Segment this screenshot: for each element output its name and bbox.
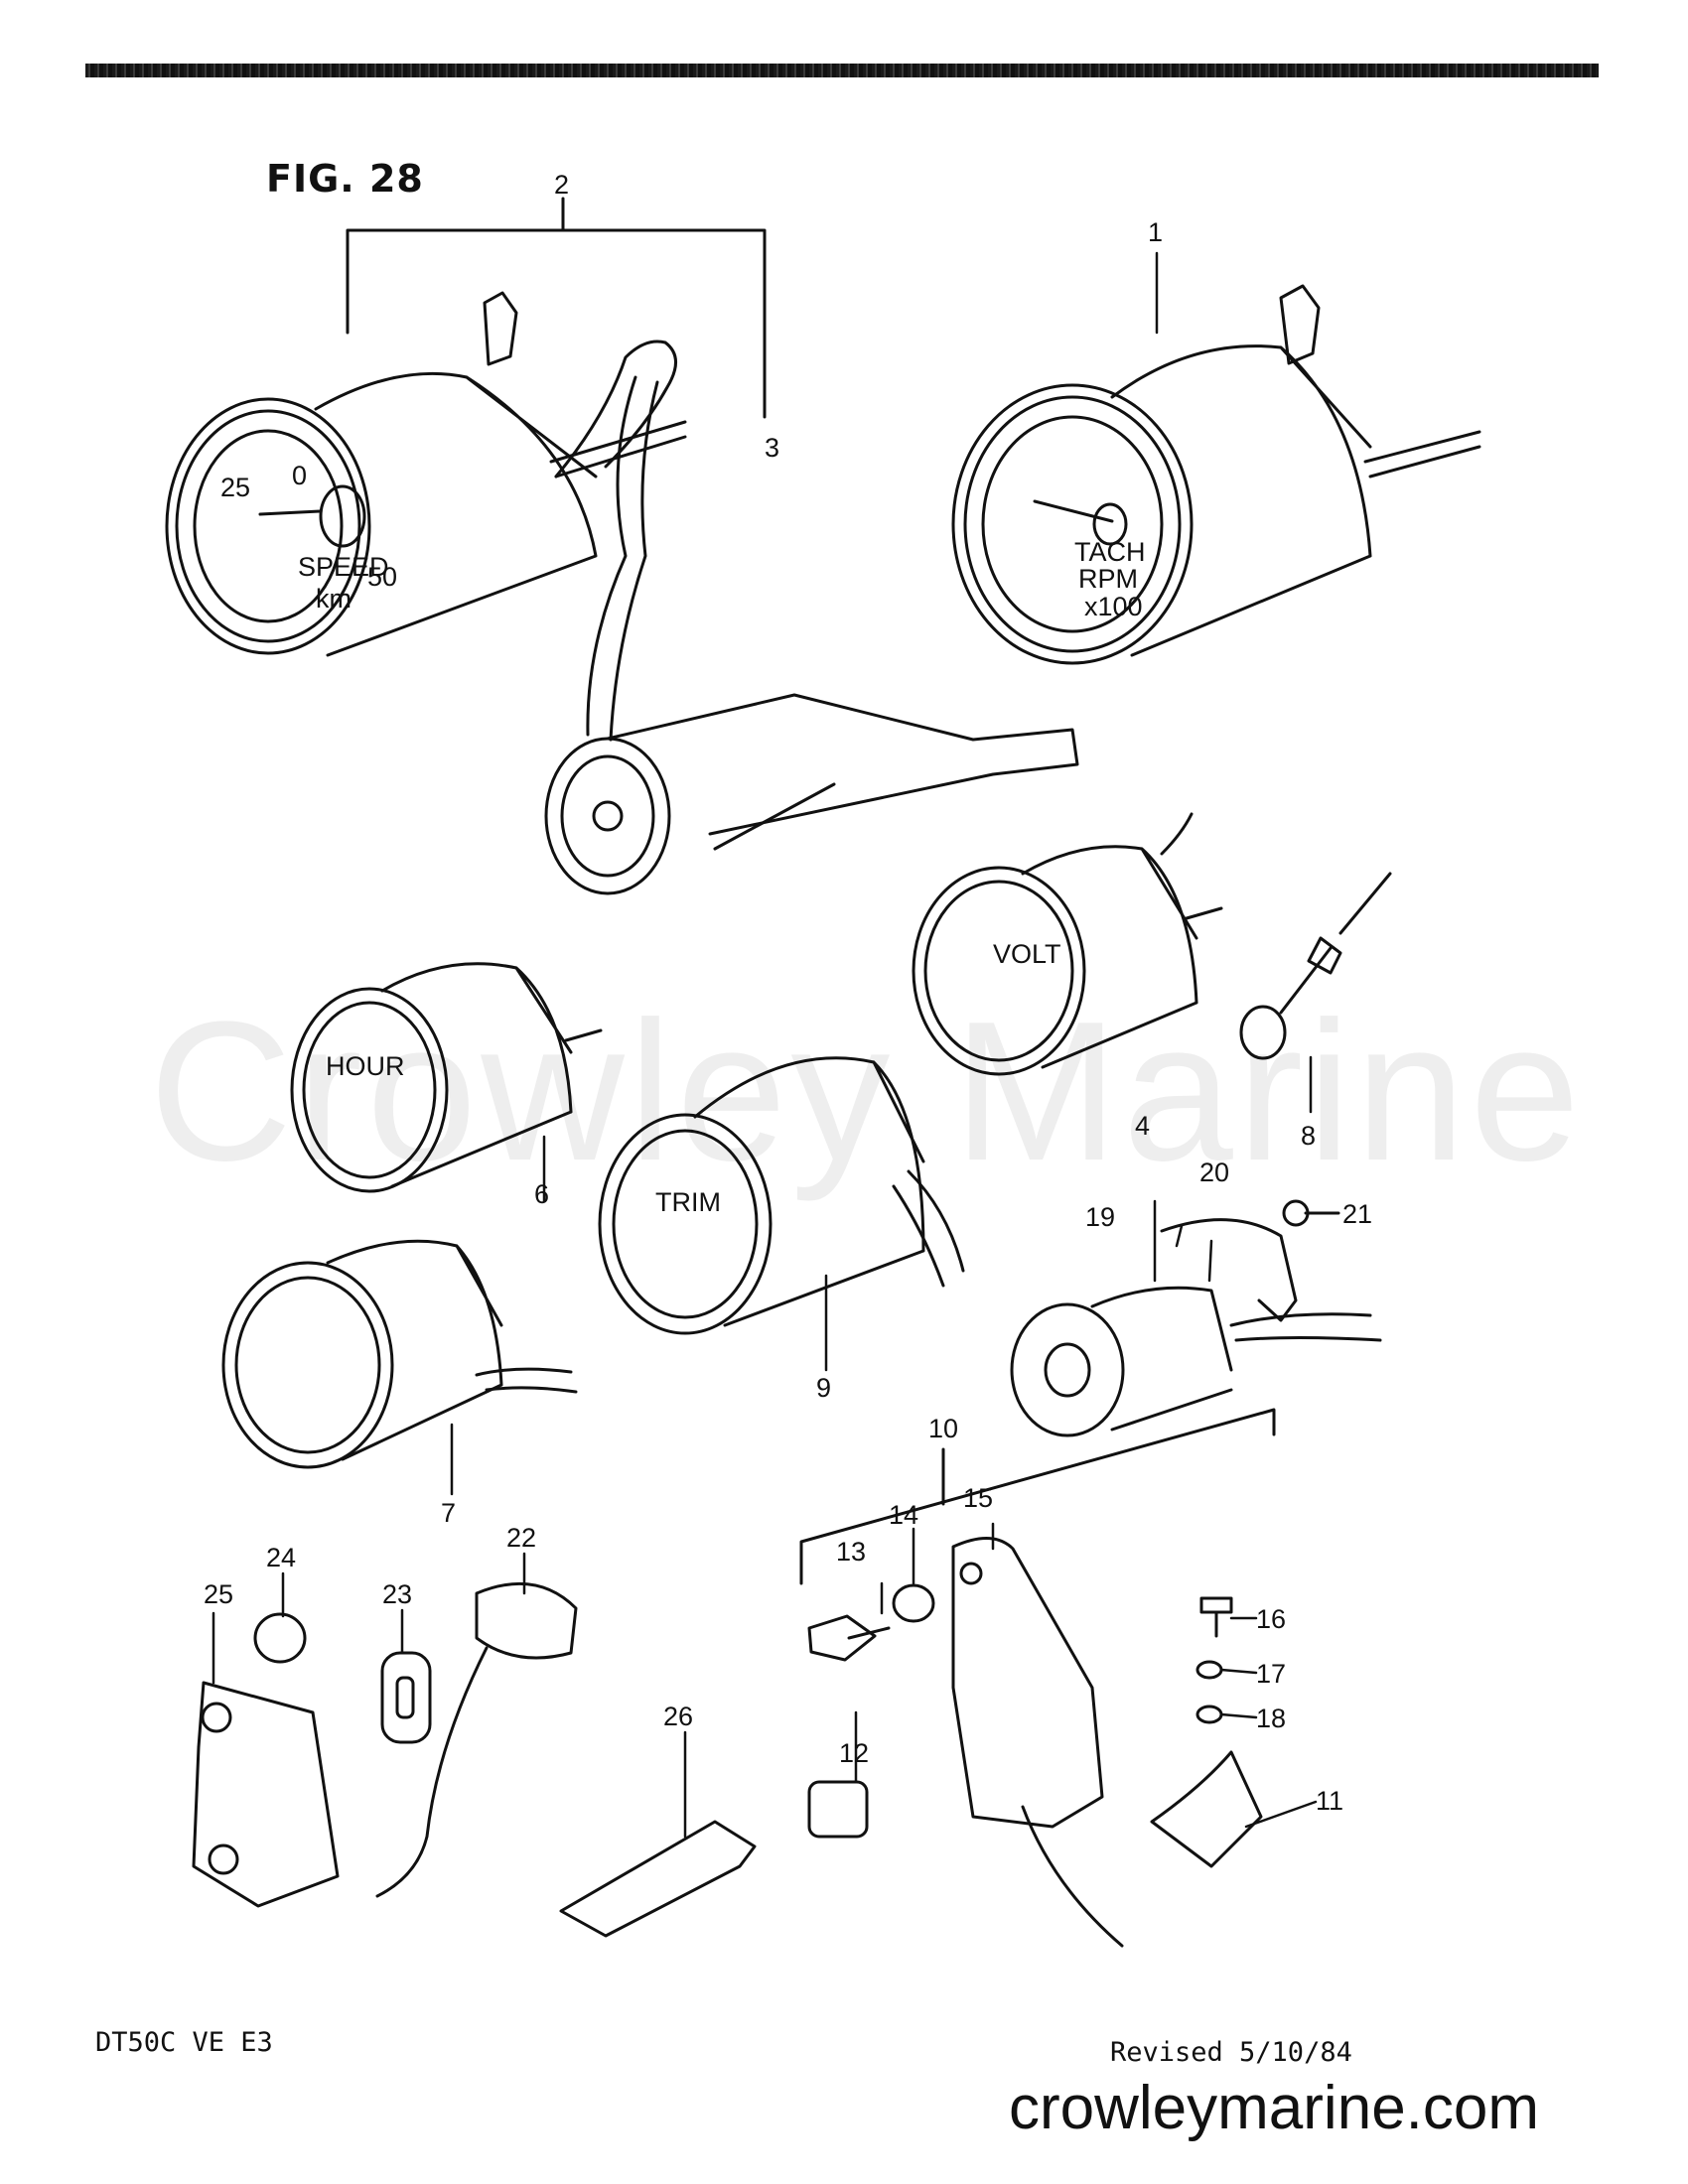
speedometer-face-25: 25 — [220, 473, 250, 502]
callout-26: 26 — [663, 1702, 693, 1731]
bracket-2-3 — [346, 197, 767, 419]
speedometer-face-50: 50 — [367, 562, 397, 592]
trim-face-label: TRIM — [655, 1187, 721, 1217]
pitot-pickup — [544, 375, 1079, 895]
tachometer-gauge: TACH RPM x100 — [951, 284, 1481, 665]
bracket-10 — [799, 1408, 1276, 1585]
revised-date: Revised 5/10/84 — [1110, 2037, 1352, 2068]
meter-7-gauge — [221, 1239, 578, 1469]
bulb-socket — [1239, 872, 1392, 1060]
callout-9: 9 — [816, 1373, 831, 1403]
callout-17: 17 — [1256, 1659, 1286, 1689]
speedometer-face-0: 0 — [292, 461, 307, 490]
callout-10: 10 — [928, 1414, 958, 1443]
watermark: Crowley Marine — [149, 981, 1585, 1202]
callout-4: 4 — [1135, 1111, 1150, 1141]
voltmeter-face-volt: VOLT — [993, 939, 1061, 969]
callout-24: 24 — [266, 1543, 296, 1572]
website-footer: crowleymarine.com — [1009, 2074, 1540, 2142]
callout-1: 1 — [1148, 217, 1163, 247]
callout-7: 7 — [441, 1498, 456, 1528]
callout-14: 14 — [889, 1500, 918, 1530]
callout-16: 16 — [1256, 1604, 1286, 1634]
callout-6: 6 — [534, 1179, 549, 1209]
callout-22: 22 — [506, 1523, 536, 1553]
leader-lines — [211, 251, 1318, 1839]
callout-19: 19 — [1085, 1202, 1115, 1232]
hourmeter-gauge: HOUR — [290, 962, 603, 1193]
speedometer-face-km: km — [316, 584, 352, 614]
model-code: DT50C VE E3 — [95, 2027, 273, 2058]
callout-12: 12 — [839, 1738, 869, 1768]
callout-2: 2 — [554, 170, 569, 200]
speedometer-face-speed: SPEED — [298, 552, 389, 582]
speedometer-gauge: 25 0 SPEED 50 km — [165, 291, 687, 657]
trim-gauge: TRIM — [598, 1056, 965, 1335]
throttle-hardware — [807, 1537, 1263, 1948]
switch-assembly — [1010, 1199, 1382, 1437]
harness-parts — [192, 1581, 757, 1938]
tachometer-face-rpm: RPM — [1078, 564, 1138, 594]
callout-11: 11 — [1316, 1786, 1343, 1816]
callout-25: 25 — [204, 1579, 233, 1609]
hourmeter-face-hour: HOUR — [326, 1051, 405, 1081]
header-scan-bar — [85, 64, 1599, 77]
figure-title: FIG. 28 — [266, 157, 424, 201]
callout-23: 23 — [382, 1579, 412, 1609]
callout-18: 18 — [1256, 1704, 1286, 1733]
callout-numbers: 1 2 3 4 6 7 8 9 10 11 12 13 14 15 16 17 … — [204, 170, 1372, 1816]
callout-13: 13 — [836, 1537, 866, 1567]
callout-15: 15 — [963, 1483, 993, 1513]
callout-20: 20 — [1199, 1158, 1229, 1187]
callout-3: 3 — [765, 433, 779, 463]
voltmeter-gauge: VOLT — [912, 812, 1223, 1076]
callout-8: 8 — [1301, 1121, 1316, 1151]
tachometer-face-x100: x100 — [1084, 592, 1143, 621]
callout-21: 21 — [1342, 1199, 1372, 1229]
tachometer-face-tach: TACH — [1074, 537, 1146, 567]
